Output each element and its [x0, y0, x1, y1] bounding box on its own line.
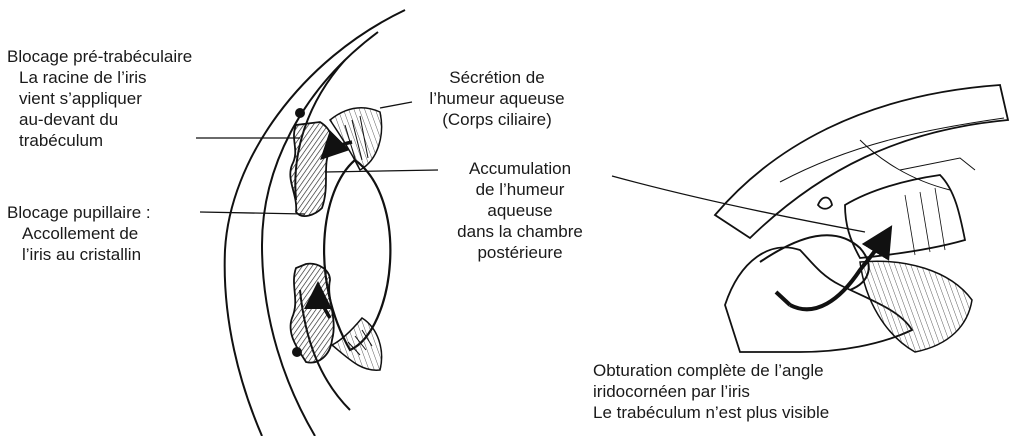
eye-cross-section	[225, 10, 405, 436]
accumulation-line-2: de l’humeur	[430, 179, 610, 200]
pretrabecular-line-4: au-devant du	[7, 109, 192, 130]
label-secretion: Sécrétion de l’humeur aqueuse (Corps cil…	[412, 67, 582, 130]
label-accumulation: Accumulation de l’humeur aqueuse dans la…	[430, 158, 610, 263]
pretrabecular-line-3: vient s’appliquer	[7, 88, 192, 109]
label-obturation: Obturation complète de l’angle iridocorn…	[593, 360, 829, 423]
secretion-line-1: Sécrétion de	[412, 67, 582, 88]
pupillary-line-3: l’iris au cristallin	[7, 244, 151, 265]
accumulation-line-4: dans la chambre	[430, 221, 610, 242]
leader-secretion	[380, 102, 412, 108]
obturation-line-2: iridocornéen par l’iris	[593, 381, 829, 402]
angle-detail	[715, 85, 1008, 352]
secretion-line-2: l’humeur aqueuse	[412, 88, 582, 109]
leader-accumulation	[325, 170, 438, 172]
leader-pupillary	[200, 212, 305, 214]
secretion-line-3: (Corps ciliaire)	[412, 109, 582, 130]
accumulation-line-3: aqueuse	[430, 200, 610, 221]
pupillary-line-1: Blocage pupillaire :	[7, 202, 151, 223]
pretrabecular-line-2: La racine de l’iris	[7, 67, 192, 88]
obturation-line-1: Obturation complète de l’angle	[593, 360, 829, 381]
pupillary-line-2: Accollement de	[7, 223, 151, 244]
pretrabecular-line-5: trabéculum	[7, 130, 192, 151]
leader-accumulation-detail	[612, 176, 865, 232]
accumulation-line-1: Accumulation	[430, 158, 610, 179]
label-pupillary: Blocage pupillaire : Accollement de l’ir…	[7, 202, 151, 265]
pretrabecular-line-1: Blocage pré-trabéculaire	[7, 46, 192, 67]
obturation-line-3: Le trabéculum n’est plus visible	[593, 402, 829, 423]
label-pretrabecular: Blocage pré-trabéculaire La racine de l’…	[7, 46, 192, 151]
accumulation-line-5: postérieure	[430, 242, 610, 263]
